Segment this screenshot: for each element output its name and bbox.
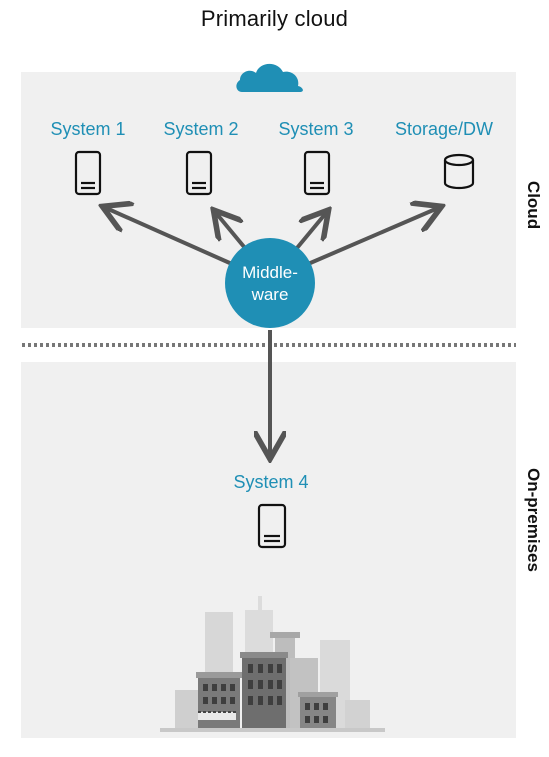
system-3-label: System 3	[278, 119, 354, 139]
middleware-label-line-2: ware	[251, 285, 289, 304]
database-icon	[443, 153, 475, 190]
system-2-label: System 2	[163, 119, 239, 139]
arrow-to-storage	[307, 208, 438, 266]
server-icon-system-4	[257, 503, 287, 549]
middleware-node	[225, 238, 315, 328]
cloud-zone-label: Cloud	[524, 180, 543, 230]
onprem-zone-label: On-premises	[524, 468, 543, 572]
city-buildings-icon	[160, 596, 385, 732]
arrow-to-system-3	[295, 213, 326, 250]
server-icon-system-2	[185, 150, 213, 196]
cloud-icon	[236, 63, 303, 92]
arrow-to-system-2	[216, 213, 247, 250]
system-4-label: System 4	[233, 472, 309, 492]
system-1-label: System 1	[50, 119, 126, 139]
diagram-title: Primarily cloud	[200, 6, 349, 31]
server-icon-system-3	[303, 150, 331, 196]
arrows	[106, 208, 438, 455]
server-icon-system-1	[74, 150, 102, 196]
middleware-label: Middle- ware	[226, 262, 314, 306]
arrow-to-system-1	[106, 208, 233, 266]
storage-dw-label: Storage/DW	[394, 119, 494, 139]
middleware-label-line-1: Middle-	[242, 263, 298, 282]
